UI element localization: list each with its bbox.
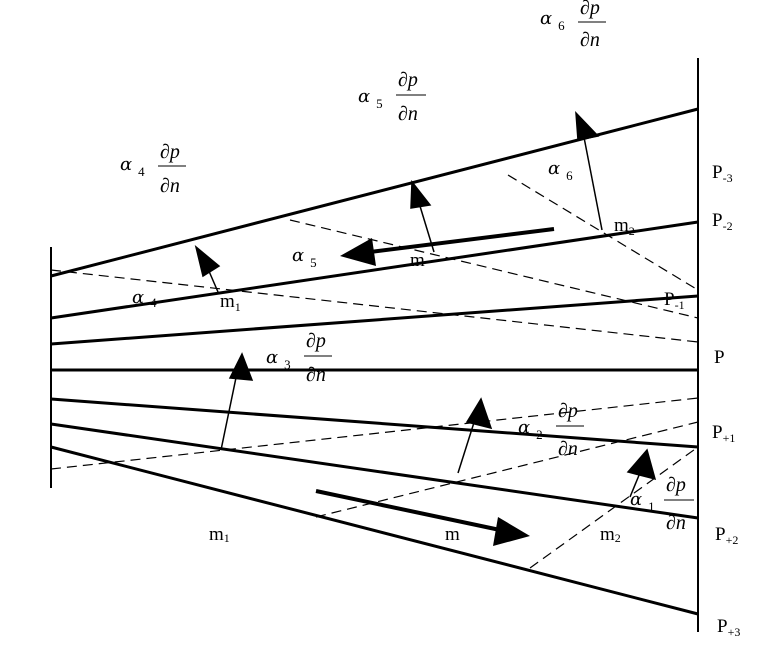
arrow-alpha-4-head	[194, 244, 221, 278]
flow-arrow-upper-head	[340, 238, 376, 266]
label-p-minus-3: P-3	[712, 162, 733, 185]
svg-text:∂p: ∂p	[306, 330, 326, 352]
svg-text:∂p: ∂p	[398, 69, 418, 91]
label-p-plus-3: P+3	[717, 616, 740, 639]
dashed-line-lower-short	[529, 446, 699, 569]
dashed-line-upper-long	[50, 269, 699, 343]
svg-text:∂n: ∂n	[666, 512, 686, 534]
label-m-top: m	[410, 250, 425, 271]
isobar-line-p-minus-2	[50, 220, 699, 320]
arrow-alpha-2-head	[465, 397, 493, 430]
svg-text:∂p: ∂p	[160, 141, 180, 163]
dashed-line-lower-long	[50, 397, 699, 470]
label-p-minus-1: P-1	[664, 289, 685, 312]
label-p-plus-1: P+1	[712, 422, 735, 445]
isobar-line-p-plus-3	[50, 445, 699, 616]
flow-arrow-upper-shaft	[369, 227, 555, 254]
svg-text:∂n: ∂n	[306, 364, 326, 386]
gradient-arrows	[194, 110, 657, 498]
point-labels: m m1 m2 m m1 m2	[209, 215, 635, 545]
svg-text:∂n: ∂n	[580, 29, 600, 51]
label-m2-bottom: m2	[600, 524, 621, 545]
svg-text:α1: α1	[630, 489, 655, 514]
svg-text:α3: α3	[266, 347, 291, 372]
label-p: P	[714, 347, 725, 368]
svg-text:α4: α4	[120, 154, 145, 179]
label-m1-top: m1	[220, 291, 241, 314]
flow-arrow-lower-shaft	[315, 489, 501, 532]
label-m1-bottom: m1	[209, 524, 230, 545]
svg-text:α2: α2	[518, 417, 543, 442]
svg-text:α6: α6	[540, 8, 565, 33]
isobar-labels: P-3 P-2 P-1 P P+1 P+2 P+3	[664, 162, 740, 639]
arrow-alpha-6	[581, 126, 603, 231]
label-p-minus-2: P-2	[712, 210, 733, 233]
flow-arrow-lower-head	[493, 517, 530, 546]
label-p-plus-2: P+2	[715, 524, 738, 547]
svg-text:∂p: ∂p	[580, 0, 600, 19]
isobar-line-p-plus-1	[50, 397, 699, 449]
isobar-lines	[50, 107, 699, 616]
dashed-line-lower-mid	[315, 421, 699, 518]
svg-text:∂n: ∂n	[160, 175, 180, 197]
arrow-alpha-5-head	[410, 179, 432, 209]
flow-arrows	[315, 227, 555, 546]
arrow-alpha-6-head	[575, 110, 600, 141]
svg-text:∂p: ∂p	[558, 400, 578, 422]
label-m-bottom: m	[445, 524, 460, 545]
arrow-alpha-3-head	[228, 352, 254, 381]
label-m2-top: m2	[614, 215, 635, 238]
dashed-line-upper-short	[507, 174, 699, 291]
dashed-line-upper-mid	[289, 219, 699, 319]
svg-text:∂n: ∂n	[398, 103, 418, 125]
svg-text:∂n: ∂n	[558, 438, 578, 460]
isobar-line-p-plus-2	[50, 422, 699, 520]
isobar-line-p-minus-1	[50, 294, 699, 346]
svg-text:∂p: ∂p	[666, 474, 686, 496]
svg-text:α5: α5	[358, 86, 383, 111]
arrow-alpha-1-head	[626, 448, 657, 481]
arrow-alpha-3	[220, 367, 239, 451]
dashed-lines	[50, 174, 699, 569]
